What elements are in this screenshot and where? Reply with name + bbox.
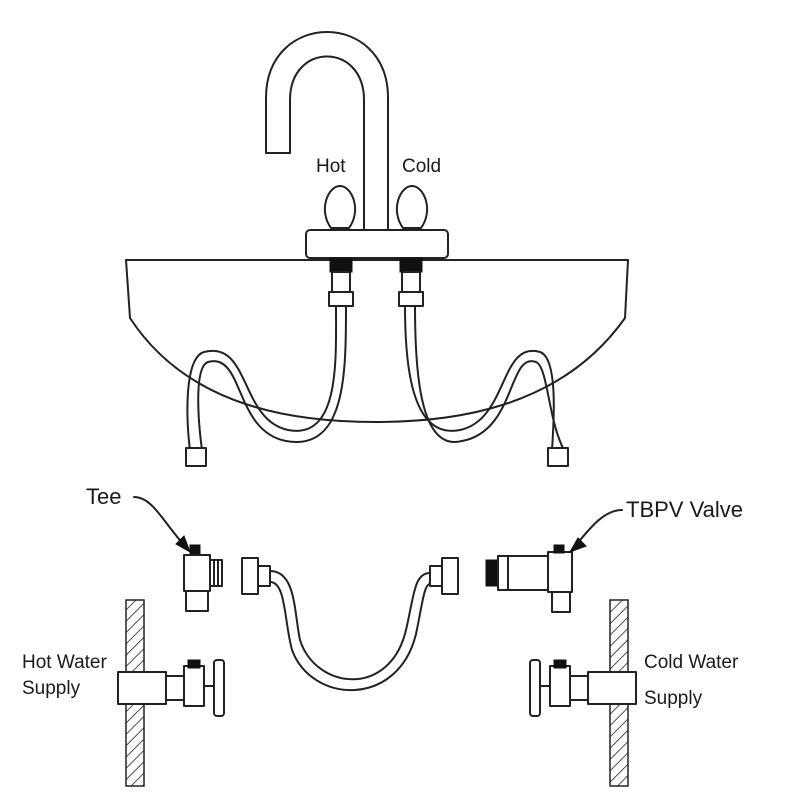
hot-faucet-shank (328, 257, 354, 307)
hot-label: Hot (316, 156, 346, 177)
hot-supply-hose (185, 305, 347, 467)
cold-label: Cold (402, 156, 441, 177)
cold-handle (395, 185, 429, 229)
hot-water-supply-valve (117, 659, 225, 717)
sink-basin (125, 259, 629, 423)
hot-water-supply-label-line2: Supply (22, 678, 81, 699)
cold-water-supply-label-line1: Cold Water (644, 652, 739, 673)
faucet-deck-plate (305, 229, 449, 259)
tee-label: Tee (86, 484, 121, 509)
tee-fitting (183, 544, 223, 612)
tbpv-valve-label: TBPV Valve (626, 497, 743, 522)
tbpv-valve (485, 544, 573, 613)
cold-water-supply-valve (529, 659, 637, 717)
cold-water-supply-label-line2: Supply (644, 688, 703, 709)
hot-water-supply-label-line1: Hot Water (22, 652, 107, 673)
hot-handle (323, 185, 357, 229)
cold-supply-hose (404, 305, 569, 467)
connector-hose (241, 557, 459, 692)
cold-faucet-shank (398, 257, 424, 307)
faucet-spout (265, 31, 389, 233)
tbpv-leader (568, 509, 623, 553)
tee-leader (133, 496, 191, 554)
